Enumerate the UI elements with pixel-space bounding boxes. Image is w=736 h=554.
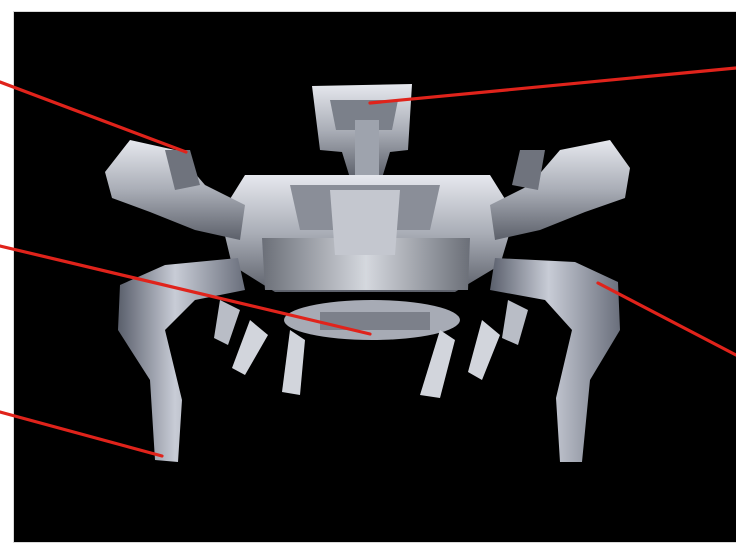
pointer-line-head [370, 68, 736, 103]
pointer-line-claw [0, 82, 186, 152]
robot-head [312, 84, 412, 180]
pointer-line-left-leg [0, 412, 162, 456]
robot-left-claw [105, 140, 245, 240]
robot-carapace [220, 175, 515, 292]
robot-right-front-leg [490, 258, 620, 462]
robot-right-claw [490, 140, 630, 240]
